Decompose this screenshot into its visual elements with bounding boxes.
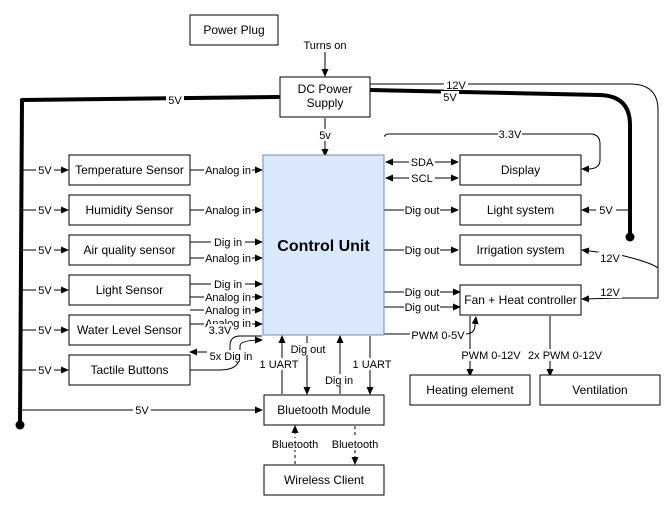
edge-label-sda: SDA [411,157,434,169]
heating-element-box [409,374,531,406]
edge-label-33v-buttons: 3.3V [209,325,232,337]
temperature-sensor-box [68,154,191,186]
air-quality-sensor-label: Air quality sensor [83,243,175,257]
ventilation-box [539,374,661,406]
edge-label-5v-temp: 5V [38,165,52,177]
water-level-sensor-label: Water Level Sensor [77,323,182,337]
edge-label-bluetooth-left: Bluetooth [272,439,318,451]
edge-label-5v-water: 5V [38,325,52,337]
edge-label-5v-bluetooth: 5V [135,405,149,417]
humidity-sensor-box [68,194,191,226]
edge-label-pwm-heater: PWM 0-12V [461,350,521,362]
tactile-buttons-label: Tactile Buttons [90,363,168,377]
edge-label-12v-fan: 12V [600,287,620,299]
power-line-12v [370,83,659,299]
edge-label-12v-irrigation: 12V [600,253,620,265]
edge-label-humidity-analog: Analog in [205,205,251,217]
heating-element-label: Heating element [426,383,514,397]
edge-label-dig-out-fan-1: Dig out [405,287,440,299]
water-level-sensor-box [68,314,191,346]
arrow-33v-buttons [189,335,262,356]
bluetooth-module-box [263,394,385,426]
fan-heat-controller-box [459,284,582,316]
edge-label-buttons-5x-dig: 5x Dig in [210,351,253,363]
light-sensor-label: Light Sensor [96,283,163,297]
edge-label-scl: SCL [411,173,432,185]
edge-label-light-analog: Analog in [205,292,251,304]
edge-label-dig-in-bt: Dig in [325,375,353,387]
edge-label-turns-on: Turns on [303,40,346,52]
power-bus-5v-right [368,88,632,238]
dc-power-supply-label-2: Supply [307,96,344,110]
wireless-client-box [263,464,385,496]
temperature-sensor-label: Temperature Sensor [75,163,184,177]
light-system-label: Light system [487,203,554,217]
edge-label-5v-light-system: 5V [599,205,613,217]
bus-terminal-right [625,232,635,242]
edge-label-temp-analog: Analog in [205,165,251,177]
edge-label-light-analog-2: Analog in [205,305,251,317]
edge-label-5v-light-sensor: 5V [38,285,52,297]
display-label: Display [501,163,540,177]
edge-label-12v-top: 12V [446,80,466,92]
power-bus-5v-left [18,95,280,427]
dc-power-supply-label-1: DC Power [298,82,353,96]
edge-label-5v-humidity: 5V [38,205,52,217]
air-quality-sensor-box [68,234,191,266]
fan-heat-controller-label: Fan + Heat controller [464,293,576,307]
tactile-buttons-box [68,354,191,386]
control-unit-label: Control Unit [277,238,370,255]
arrow-12v-fan [581,295,621,303]
edge-label-air-analog: Analog in [205,253,251,265]
edge-label-uart-in: 1 UART [260,359,299,371]
edge-label-dig-out-light: Dig out [405,205,440,217]
arrow-33v-display [384,133,601,173]
edge-label-dig-out-fan-2: Dig out [405,302,440,314]
display-box [459,154,582,186]
wireless-client-label: Wireless Client [284,473,365,487]
power-plug-label: Power Plug [203,23,264,37]
control-unit-box [262,154,385,336]
edge-label-dig-out-bt: Dig out [291,344,326,356]
bluetooth-module-label: Bluetooth Module [277,403,371,417]
light-sensor-box [68,274,191,306]
edge-label-pwm-0-5v: PWM 0-5V [411,330,465,342]
edge-label-5v-air: 5V [38,245,52,257]
irrigation-system-box [459,234,582,266]
edge-label-5v-buttons: 5V [38,365,52,377]
edge-label-pwm-ventilation: 2x PWM 0-12V [528,350,603,362]
edge-label-33v-display: 3.3V [499,129,522,141]
power-plug-box [189,14,279,46]
ventilation-label: Ventilation [572,383,627,397]
edge-label-dig-out-irrigation: Dig out [405,245,440,257]
edge-label-uart-out: 1 UART [353,359,392,371]
edge-label-5v-bus-left: 5V [168,95,182,107]
edge-label-bluetooth-right: Bluetooth [332,439,378,451]
light-system-box [459,194,582,226]
edge-label-light-dig: Dig in [214,279,242,291]
dc-power-supply-box [279,76,371,118]
humidity-sensor-label: Humidity Sensor [85,203,173,217]
edge-label-air-dig: Dig in [214,237,242,249]
bus-terminal-left [15,420,25,430]
irrigation-system-label: Irrigation system [476,243,564,257]
edge-label-5v-control: 5v [319,130,331,142]
edge-label-5v-bus-right: 5V [443,92,457,104]
